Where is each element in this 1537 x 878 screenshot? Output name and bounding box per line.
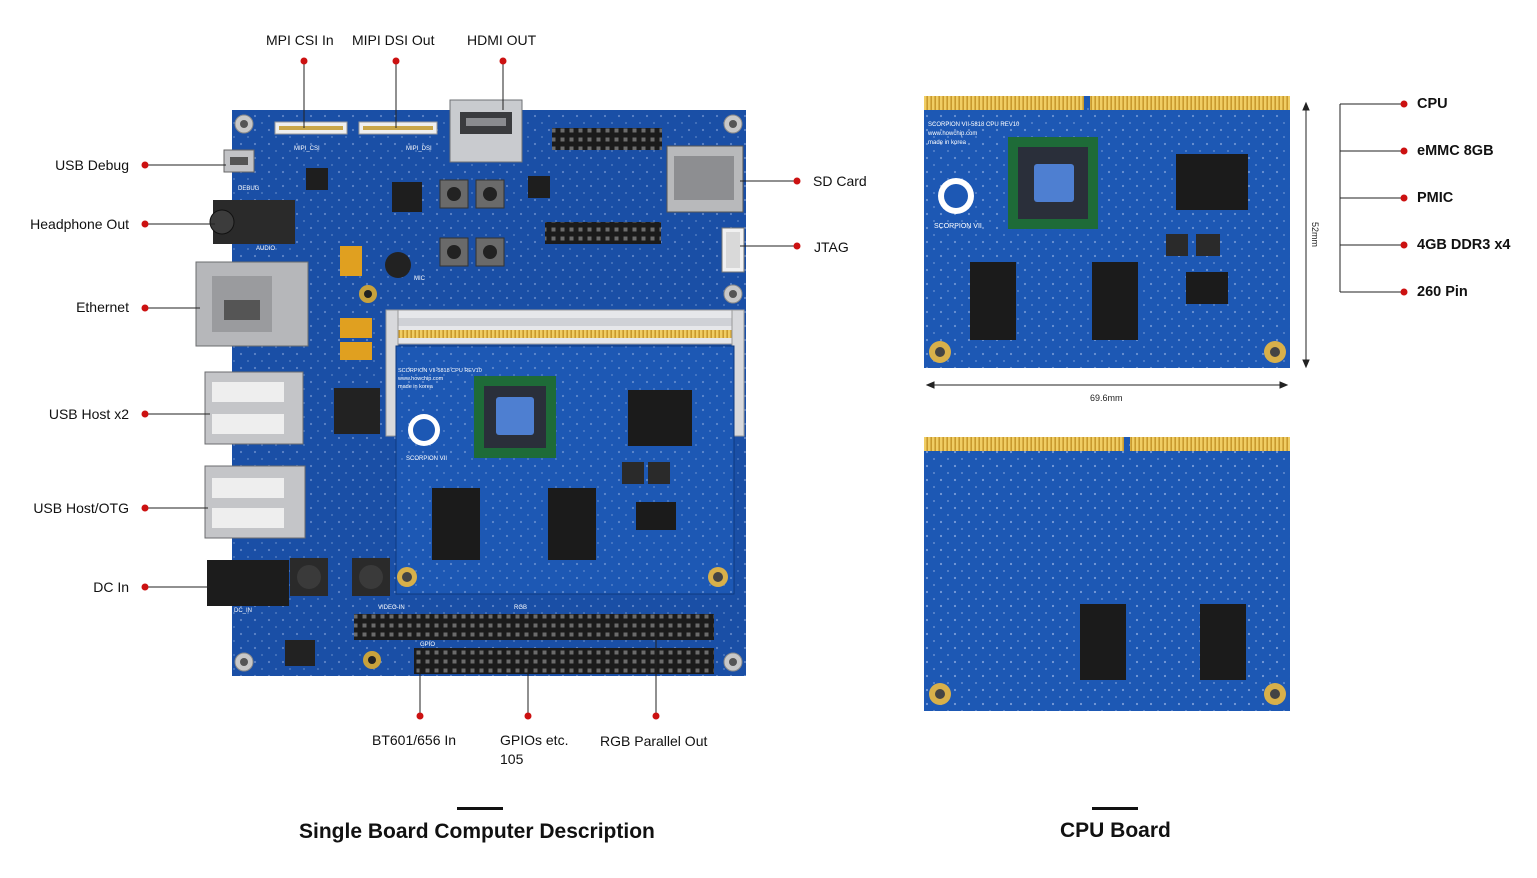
callout-lines bbox=[145, 61, 1404, 716]
silk-logo: SCORPION VII bbox=[406, 456, 447, 462]
callout-sd-card: SD Card bbox=[813, 173, 867, 189]
dimension-lines bbox=[925, 101, 1310, 389]
cpu-silk-made: made in korea bbox=[928, 140, 967, 146]
silk-module-url: www.howchip.com bbox=[397, 376, 444, 382]
silk-module-title: SCORPION VII-5818 CPU REV10 bbox=[398, 368, 482, 374]
silk-gpio: GPIO bbox=[420, 642, 435, 648]
cpu-silk-url: www.howchip.com bbox=[927, 131, 977, 137]
callout-jtag: JTAG bbox=[814, 239, 849, 255]
sbc-caption: Single Board Computer Description bbox=[299, 820, 655, 843]
silk-module-made: made in korea bbox=[398, 384, 434, 390]
silk-video-in: VIDEO-IN bbox=[378, 605, 405, 611]
callout-dc-in: DC In bbox=[93, 579, 129, 595]
callout-usb-host-x2: USB Host x2 bbox=[48, 406, 129, 422]
cpu-silk-title: SCORPION VII-5818 CPU REV10 bbox=[928, 122, 1020, 128]
silk-rgb: RGB bbox=[514, 605, 527, 611]
cpu-callout-pmic: PMIC bbox=[1417, 190, 1454, 206]
callout-dots bbox=[141, 57, 1408, 720]
cpu-caption-bar bbox=[1092, 807, 1138, 810]
cpu-board-top bbox=[924, 96, 1290, 368]
callout-gpios-line2: 105 bbox=[500, 751, 524, 767]
callout-usb-debug: USB Debug bbox=[55, 157, 129, 173]
silk-mic: MIC bbox=[414, 276, 426, 282]
cpu-callout-cpu: CPU bbox=[1417, 96, 1448, 112]
cpu-callout-emmc: eMMC 8GB bbox=[1417, 143, 1494, 159]
callout-hdmi-out: HDMI OUT bbox=[467, 32, 537, 48]
callout-bt601: BT601/656 In bbox=[372, 732, 457, 748]
cpu-callout-ddr3: 4GB DDR3 x4 bbox=[1417, 237, 1511, 253]
callout-ethernet: Ethernet bbox=[76, 299, 129, 315]
cpu-board-bottom bbox=[924, 437, 1290, 711]
cpu-callout-260pin: 260 Pin bbox=[1417, 284, 1468, 300]
silk-mipi-dsi: MIPI_DSI bbox=[406, 146, 432, 152]
cpu-caption: CPU Board bbox=[1060, 819, 1171, 842]
silk-dc-in: DC_IN bbox=[234, 608, 252, 614]
width-dimension-label: 69.6mm bbox=[1090, 393, 1123, 403]
silk-audio: AUDIO bbox=[256, 246, 275, 252]
callout-mipi-dsi-out: MIPI DSI Out bbox=[352, 32, 435, 48]
silk-debug: DEBUG bbox=[238, 186, 260, 192]
callout-mipi-csi-in: MPI CSI In bbox=[266, 32, 334, 48]
main-board bbox=[195, 99, 746, 676]
callout-headphone-out: Headphone Out bbox=[30, 216, 129, 232]
callout-gpios-line1: GPIOs etc. bbox=[500, 732, 569, 748]
silk-mipi-csi: MIPI_CSI bbox=[294, 146, 320, 152]
height-dimension-label: 52mm bbox=[1310, 222, 1320, 247]
callout-usb-host-otg: USB Host/OTG bbox=[33, 500, 129, 516]
cpu-silk-logo: SCORPION VII bbox=[934, 223, 982, 230]
callout-rgb-parallel-out: RGB Parallel Out bbox=[600, 733, 708, 749]
sbc-caption-bar bbox=[457, 807, 503, 810]
board-silkscreen: MIPI_CSI MIPI_DSI DEBUG AUDIO MIC DC_IN … bbox=[234, 122, 1020, 648]
